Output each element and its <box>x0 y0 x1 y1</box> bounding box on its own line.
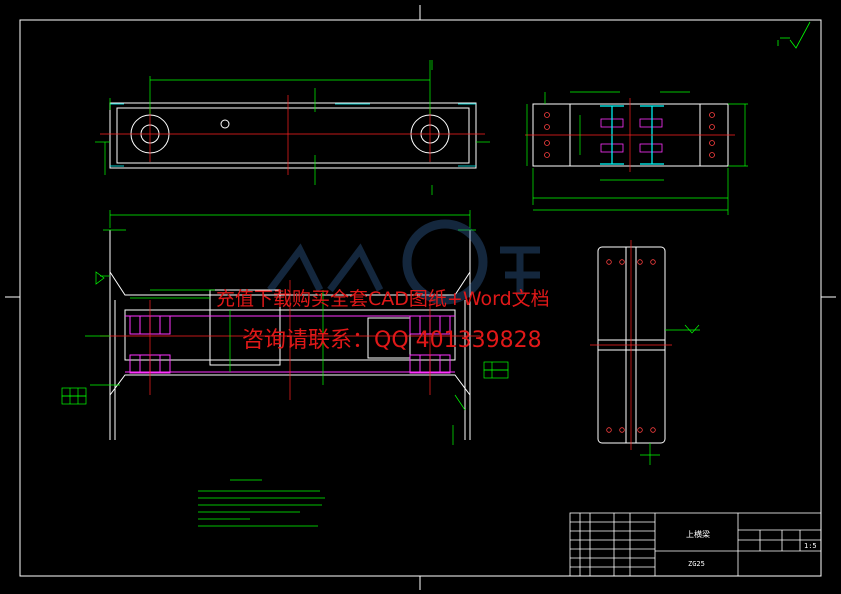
watermark-line-1: 充值下载购买全套CAD图纸+Word文档 <box>216 288 550 310</box>
title-block <box>569 512 822 577</box>
end-view <box>590 240 700 465</box>
title-block-code: ZG25 <box>688 560 705 568</box>
geometric-tolerance-frames <box>61 271 509 405</box>
surface-roughness-symbol <box>777 21 811 49</box>
top-view <box>95 60 490 195</box>
sheet-frame <box>5 5 836 590</box>
watermark-logo <box>267 219 540 305</box>
front-view <box>61 210 509 445</box>
title-block-part-name: 上横梁 <box>686 530 710 539</box>
title-block-scale: 1:5 <box>804 542 817 550</box>
side-view <box>525 91 748 215</box>
watermark-line-2: 咨询请联系：QQ 401339828 <box>242 328 542 353</box>
technical-notes <box>198 479 325 527</box>
